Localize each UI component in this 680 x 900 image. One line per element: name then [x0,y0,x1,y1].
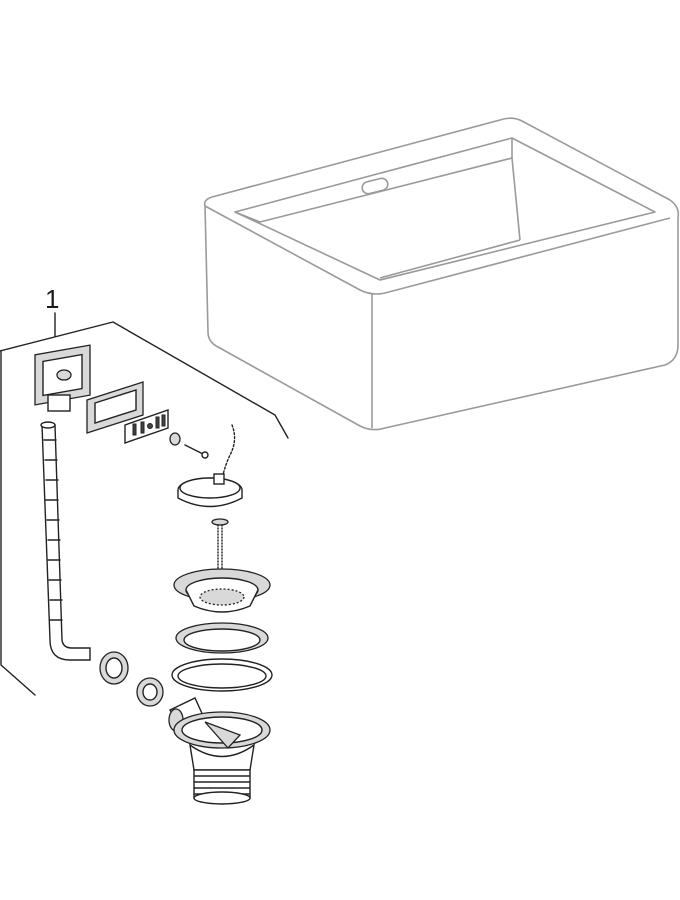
gasket-ring-lower [171,658,273,692]
coupling-nut-2 [136,677,164,707]
strainer-basket [173,568,271,613]
coupling-nut-1 [99,651,129,685]
sink-basin [203,117,680,431]
overflow-cover-frame [86,381,144,434]
callout-bracket [0,312,289,696]
callout-label-1: 1 [45,284,60,314]
overflow-outlet [34,344,91,412]
gasket-ring-upper [175,622,269,654]
overflow-grille [124,409,169,444]
screw-bolt [211,518,229,573]
drain-body [168,697,271,805]
screw-and-washer [169,432,209,459]
plug-with-chain [177,424,243,508]
flexible-hose [40,421,91,661]
